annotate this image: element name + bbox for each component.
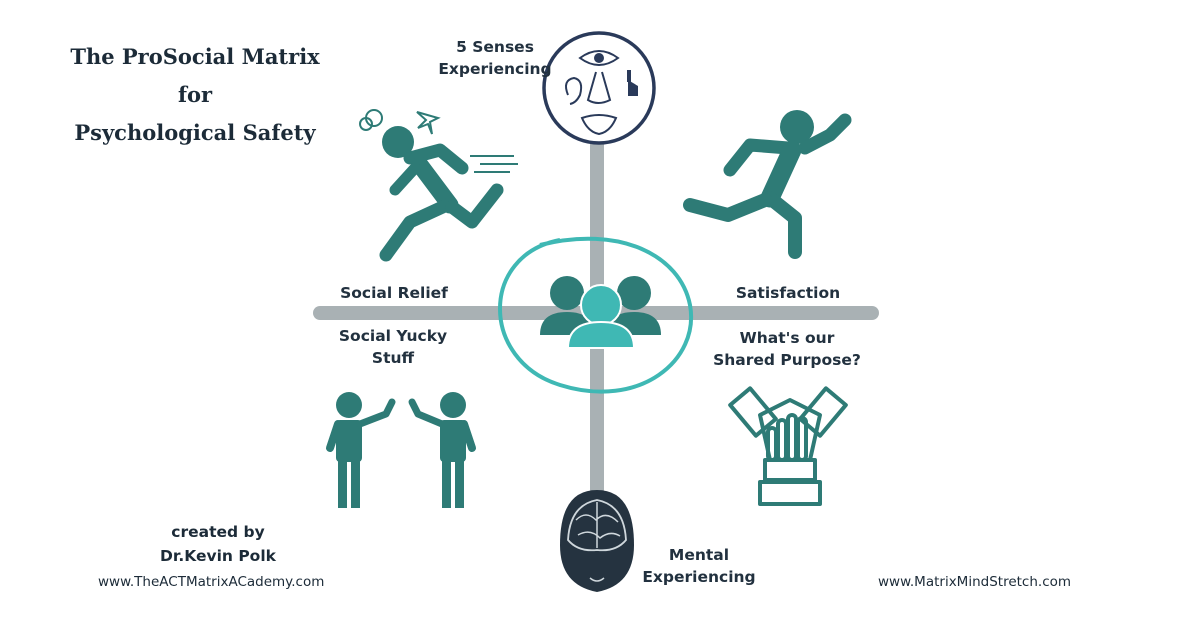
created-by-text: created by (171, 523, 265, 541)
stacked-hands-icon (728, 386, 848, 506)
title-line-1: The ProSocial Matrix (70, 44, 320, 69)
social-yucky-line-1: Social Yucky (338, 327, 448, 345)
senses-label: 5 Senses Experiencing (434, 36, 556, 80)
mental-label: Mental Experiencing (638, 544, 760, 588)
group-icon (540, 276, 661, 349)
mental-label-line-1: Mental (668, 546, 730, 564)
page-title: The ProSocial Matrix for Psychological S… (30, 38, 360, 152)
mindstretch-url[interactable]: www.MatrixMindStretch.com (878, 574, 1072, 590)
social-yucky-line-2: Stuff (371, 349, 415, 367)
credit-block: created by Dr.Kevin Polk (98, 520, 338, 568)
social-relief-label: Social Relief (340, 284, 448, 302)
satisfaction-label: Satisfaction (735, 284, 841, 302)
title-line-3: Psychological Safety (74, 120, 316, 145)
swirl-circle (498, 236, 694, 394)
senses-icon (542, 31, 656, 145)
social-yucky-label: Social Yucky Stuff (328, 325, 458, 369)
brain-head-icon (560, 490, 634, 592)
running-away-icon (359, 109, 518, 262)
shared-purpose-line-1: What's our (739, 329, 835, 347)
academy-url[interactable]: www.TheACTMatrixACademy.com (98, 574, 325, 590)
shared-purpose-line-2: Shared Purpose? (713, 351, 861, 369)
title-line-2: for (177, 82, 213, 107)
arguing-people-icon (326, 392, 476, 508)
senses-label-line-1: 5 Senses (456, 38, 534, 56)
shared-purpose-label: What's our Shared Purpose? (712, 327, 862, 371)
senses-label-line-2: Experiencing (438, 60, 552, 78)
running-toward-icon (683, 110, 852, 259)
mental-label-line-2: Experiencing (642, 568, 756, 586)
author-name: Dr.Kevin Polk (160, 547, 276, 565)
